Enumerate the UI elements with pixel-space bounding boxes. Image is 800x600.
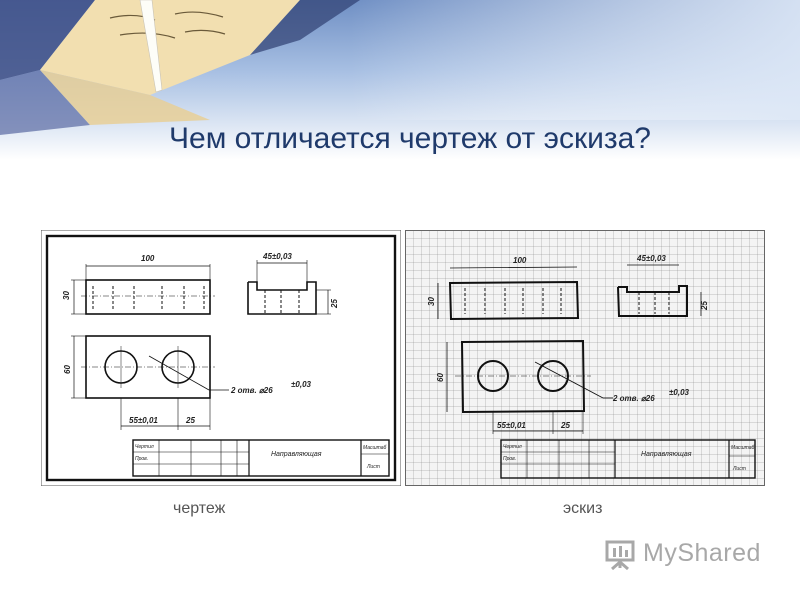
caption-drawing: чертеж [173, 500, 226, 517]
sketch-title-block: Чертил Пров. Направляющая Масштаб Лист [500, 439, 756, 479]
title-block-part-name: Направляющая [271, 451, 322, 458]
sketch-title-block-part-name: Направляющая [641, 451, 692, 458]
sketch-dim-hole-offset: 25 [560, 421, 570, 430]
sketch-svg: 100 30 45±0,03 25 2 отв. ⌀26 ±0,03 60 55… [405, 230, 765, 486]
sketch-dim-length: 100 [513, 256, 527, 265]
header-banner-image [0, 0, 800, 160]
sketch-dim-hole-spacing: 55±0,01 [497, 421, 526, 430]
title-block-checked-label: Пров. [135, 456, 148, 462]
hole-note: 2 отв. ⌀26 [230, 386, 273, 395]
dim-width: 45±0,03 [262, 252, 292, 261]
sketch-title-block-checked-label: Пров. [503, 456, 516, 462]
caption-sketch: эскиз [563, 500, 603, 517]
sketch-title-block-scale-label: Масштаб [731, 445, 755, 451]
sketch-side-view [617, 285, 688, 317]
title-block-scale-label: Масштаб [363, 445, 387, 451]
sketch-drawing: 100 30 45±0,03 25 2 отв. ⌀26 ±0,03 60 55… [405, 230, 765, 486]
technical-drawing: 100 30 45±0,03 25 2 отв. ⌀26 ±0,03 60 [41, 230, 401, 486]
sketch-top-view [448, 280, 580, 321]
sketch-title-block-sheet-label: Лист [732, 466, 746, 472]
presentation-board-icon [605, 540, 635, 570]
dim-height-left: 30 [62, 291, 71, 300]
slide-title: Чем отличается чертеж от эскиза? [169, 122, 651, 155]
watermark-text: MyShared [643, 538, 761, 567]
watermark: MyShared [605, 536, 761, 570]
sketch-dim-height-right: 25 [700, 301, 709, 311]
hole-tolerance: ±0,03 [291, 380, 312, 389]
sketch-hole-tolerance: ±0,03 [669, 388, 690, 397]
sketch-hole-note: 2 отв. ⌀26 [612, 394, 655, 403]
sketch-dim-depth: 60 [436, 373, 445, 382]
top-view-outline [85, 279, 211, 315]
dim-length: 100 [141, 254, 155, 263]
graph-paper-grid [405, 230, 765, 486]
title-block-sheet-label: Лист [366, 464, 380, 470]
dim-depth: 60 [63, 365, 72, 374]
title-block-drawn-label: Чертил [135, 444, 154, 450]
sketch-dim-width: 45±0,03 [636, 254, 666, 263]
drawing-svg: 100 30 45±0,03 25 2 отв. ⌀26 ±0,03 60 [41, 230, 401, 486]
sketch-front-view [460, 339, 586, 414]
title-block: Чертил Пров. Направляющая Масштаб Лист [132, 439, 390, 477]
dim-hole-offset: 25 [185, 416, 195, 425]
dim-height-right: 25 [330, 299, 339, 309]
dim-hole-spacing: 55±0,01 [129, 416, 158, 425]
sketch-dim-height-left: 30 [427, 297, 436, 306]
sketch-title-block-drawn-label: Чертил [503, 444, 522, 450]
